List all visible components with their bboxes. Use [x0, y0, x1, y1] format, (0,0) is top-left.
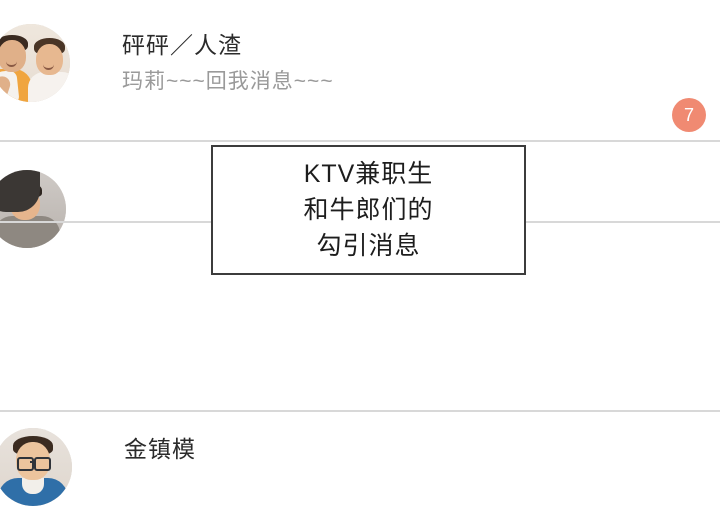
- avatar-shape: [22, 478, 44, 494]
- caption-box: KTV兼职生 和牛郎们的 勾引消息: [211, 145, 526, 275]
- last-message: 玛莉~~~回我消息~~~: [122, 70, 334, 93]
- unread-badge[interactable]: 7: [672, 98, 706, 132]
- list-divider: [0, 410, 720, 412]
- chat-row-text: 金镇模: [72, 428, 196, 464]
- caption-line: 和牛郎们的: [303, 196, 434, 224]
- avatar-shape: [28, 72, 70, 102]
- contact-name: 金镇模: [124, 436, 196, 462]
- chat-row-text: 砰砰／人渣 玛莉~~~回我消息~~~: [70, 24, 334, 97]
- caption-line: 勾引消息: [316, 232, 421, 260]
- glasses-icon: [17, 457, 34, 471]
- chat-row[interactable]: 砰砰／人渣 玛莉~~~回我消息~~~ 7: [0, 24, 720, 132]
- avatar-shape: [0, 40, 26, 72]
- contact-name: 砰砰／人渣: [122, 32, 242, 58]
- avatar-shape: [43, 63, 54, 70]
- caption-line: KTV兼职生: [303, 160, 434, 188]
- avatar-image-dark-figure: [0, 170, 66, 248]
- avatar-shape: [0, 170, 40, 212]
- avatar-image-man-glasses: [0, 428, 72, 506]
- list-divider: [0, 140, 720, 142]
- glasses-icon: [34, 457, 51, 471]
- avatar[interactable]: [0, 24, 70, 102]
- avatar-shape: [36, 44, 63, 75]
- avatar-shape: [6, 60, 17, 67]
- avatar-image-two-men: [0, 24, 70, 102]
- chat-row[interactable]: [0, 170, 720, 248]
- avatar[interactable]: [0, 170, 66, 248]
- glasses-icon: [30, 461, 34, 463]
- chat-row[interactable]: 金镇模: [0, 428, 720, 506]
- avatar[interactable]: [0, 428, 72, 506]
